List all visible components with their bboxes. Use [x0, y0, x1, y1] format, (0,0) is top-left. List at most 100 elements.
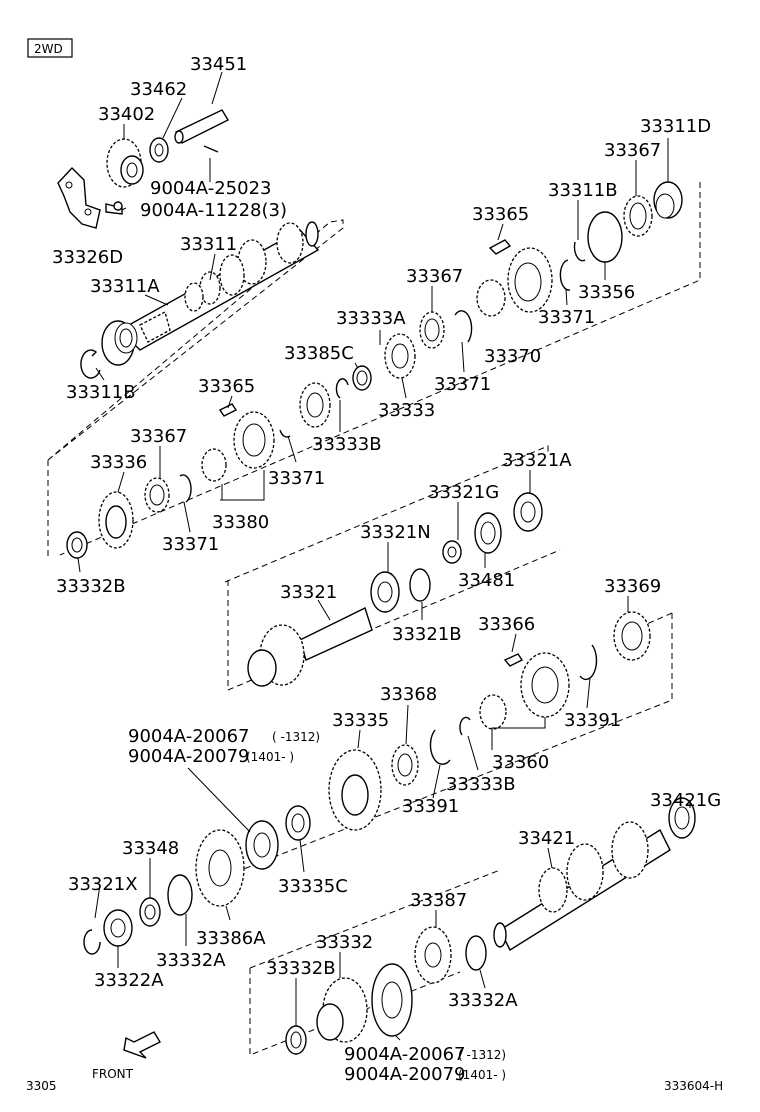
label-33321x: 33321X — [68, 874, 138, 895]
label-9004a-20079-a: 9004A-20079 — [128, 746, 249, 767]
label-33481: 33481 — [458, 570, 515, 591]
label-33333b-b: 33333B — [446, 774, 516, 795]
label-9004a-11228: 9004A-11228(3) — [140, 200, 287, 221]
label-33332a-b: 33332A — [448, 990, 518, 1011]
gear-33402 — [106, 138, 144, 188]
bearing-33321a — [513, 492, 543, 532]
label-33335: 33335 — [332, 710, 389, 731]
snap-ring-33356 — [587, 211, 623, 263]
snap-ring-33333b-a — [335, 378, 349, 399]
label-33462: 33462 — [130, 79, 187, 100]
spring-33371-c — [279, 429, 291, 438]
snap-ring-33332a-a — [167, 874, 193, 916]
snap-ring-33333b-b — [459, 716, 471, 736]
bearing-33321n — [370, 571, 400, 613]
note-9004a-20067-a: ( -1312) — [272, 730, 320, 744]
variant-badge-label: 2WD — [34, 42, 63, 56]
assembly-boundary-1 — [47, 182, 701, 560]
input-shaft-33321 — [247, 607, 373, 687]
label-33333: 33333 — [378, 400, 435, 421]
label-33366: 33366 — [478, 614, 535, 635]
hub-sleeve-33360 — [479, 652, 570, 730]
label-33311b-a: 33311B — [66, 382, 136, 403]
front-label: FRONT — [92, 1067, 134, 1081]
note-9004a-20079-a: (1401- ) — [246, 750, 294, 764]
nut-33321g — [442, 540, 462, 564]
label-33386a: 33386A — [196, 928, 266, 949]
label-33385c: 33385C — [284, 343, 354, 364]
gear-33332 — [316, 977, 368, 1043]
hub-33385c — [299, 382, 331, 428]
assembly-boundary-4 — [249, 869, 501, 1056]
note-9004a-20079-b: (1401- ) — [458, 1068, 506, 1082]
label-33335c: 33335C — [278, 876, 348, 897]
label-33367-a: 33367 — [604, 140, 661, 161]
hub-sleeve-33370 — [476, 247, 553, 317]
label-9004a-20079-b: 9004A-20079 — [344, 1064, 465, 1085]
part-labels: 33451 33462 33402 9004A-25023 9004A-1122… — [26, 54, 723, 1093]
bearing-33332b-a — [66, 531, 88, 559]
snap-ring-33311b-a — [80, 349, 101, 379]
label-9004a-25023: 9004A-25023 — [150, 178, 271, 199]
spring-33371-d — [179, 474, 192, 503]
label-33311b-b: 33311B — [548, 180, 618, 201]
label-33321: 33321 — [280, 582, 337, 603]
label-33371-d: 33371 — [162, 534, 219, 555]
label-33311d: 33311D — [640, 116, 711, 137]
spring-33391-b — [429, 729, 451, 765]
label-33367-c: 33367 — [130, 426, 187, 447]
label-33322a: 33322A — [94, 970, 164, 991]
label-33332b-b: 33332B — [266, 958, 336, 979]
label-33333b-a: 33333B — [312, 434, 382, 455]
label-33368: 33368 — [380, 684, 437, 705]
shifting-key-33365-b — [218, 403, 238, 417]
label-33311a: 33311A — [90, 276, 160, 297]
label-9004a-20067-a: 9004A-20067 — [128, 726, 249, 747]
label-33391-b: 33391 — [402, 796, 459, 817]
label-33367-b: 33367 — [406, 266, 463, 287]
label-33369: 33369 — [604, 576, 661, 597]
label-33321a: 33321A — [502, 450, 572, 471]
label-33336: 33336 — [90, 452, 147, 473]
label-33365-b: 33365 — [198, 376, 255, 397]
label-33321n: 33321N — [360, 522, 431, 543]
snap-ring-33321b — [409, 568, 431, 602]
bearing-33332b-b — [285, 1025, 307, 1055]
gear-33335 — [328, 749, 382, 831]
variant-badge: 2WD — [27, 38, 73, 58]
bearing-33311d — [653, 181, 683, 219]
bearing-33481 — [474, 512, 502, 554]
snap-ring-33311b-b — [573, 241, 586, 262]
label-33333a: 33333A — [336, 308, 406, 329]
counter-shaft-33421 — [493, 821, 671, 952]
leader-lines — [77, 71, 691, 1041]
note-9004a-20067-b: ( -1312) — [458, 1048, 506, 1062]
synchro-ring-33369 — [613, 611, 651, 661]
bearing-33335c — [285, 805, 311, 841]
label-33371-c: 33371 — [268, 468, 325, 489]
shifting-key-33366 — [503, 653, 524, 667]
label-33321b: 33321B — [392, 624, 462, 645]
diagram-code: 333604-H — [664, 1079, 723, 1093]
shifting-key-33365-a — [488, 239, 512, 255]
shift-shaft — [174, 109, 229, 153]
label-33365-a: 33365 — [472, 204, 529, 225]
label-9004a-20067-b: 9004A-20067 — [344, 1044, 465, 1065]
bearing-33421g — [668, 797, 696, 839]
assembly-boundary-3 — [225, 612, 673, 877]
label-33360: 33360 — [492, 752, 549, 773]
label-33332a-a: 33332A — [156, 950, 226, 971]
hub-sleeve-33380 — [201, 411, 275, 482]
bracket-33326d — [57, 166, 101, 229]
label-33332: 33332 — [316, 932, 373, 953]
spring-33371-a — [559, 259, 571, 291]
thrust-washer-9004a-a — [245, 820, 279, 870]
main-shaft-33311 — [118, 221, 320, 351]
label-33387: 33387 — [410, 890, 467, 911]
label-33451: 33451 — [190, 54, 247, 75]
label-33421: 33421 — [518, 828, 575, 849]
spring-33391-a — [579, 644, 598, 681]
gear-33387 — [414, 926, 452, 984]
label-33391-a: 33391 — [564, 710, 621, 731]
label-33371-b: 33371 — [434, 374, 491, 395]
